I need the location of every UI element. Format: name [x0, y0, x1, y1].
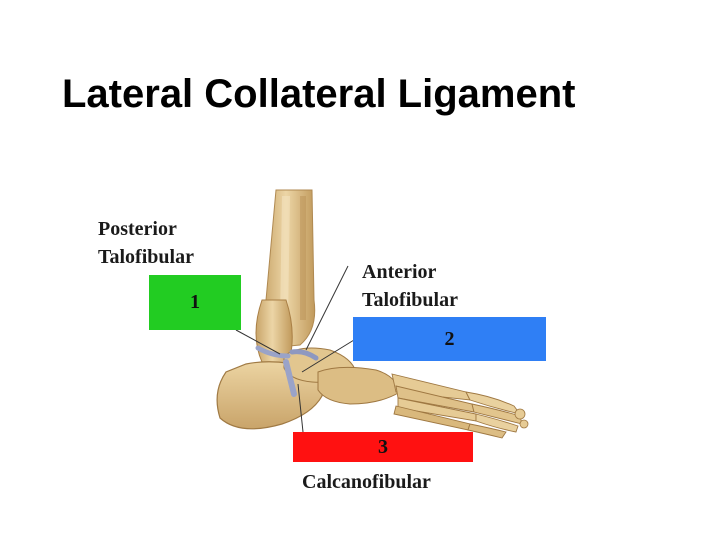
label-posterior-talofibular: Posterior Talofibular: [98, 215, 194, 271]
foot-bones: [216, 347, 529, 439]
leader-line-1: [235, 329, 281, 355]
ligaments: [255, 345, 319, 397]
leader-line-3: [297, 383, 304, 433]
posterior-talofibular-ligament: [255, 345, 291, 359]
anterior-talofibular-ligament: [289, 349, 319, 361]
leader-line-anterior: [305, 265, 349, 351]
label-posterior-line1: Posterior: [98, 218, 177, 240]
calcaneofibular-ligament: [283, 359, 297, 397]
label-anterior-talofibular: Anterior Talofibular: [362, 258, 458, 314]
answer-box-1: 1: [149, 275, 241, 330]
label-posterior-line2: Talofibular: [98, 246, 194, 268]
leg-bones: [255, 189, 316, 367]
leader-lines: [235, 265, 355, 433]
answer-box-2: 2: [353, 317, 546, 361]
slide-title: Lateral Collateral Ligament: [62, 72, 576, 116]
answer-box-3: 3: [293, 432, 473, 462]
label-anterior-line2: Talofibular: [362, 289, 458, 311]
label-anterior-line1: Anterior: [362, 261, 437, 283]
label-calcanofibular: Calcanofibular: [302, 471, 431, 493]
leader-line-2: [301, 339, 355, 373]
